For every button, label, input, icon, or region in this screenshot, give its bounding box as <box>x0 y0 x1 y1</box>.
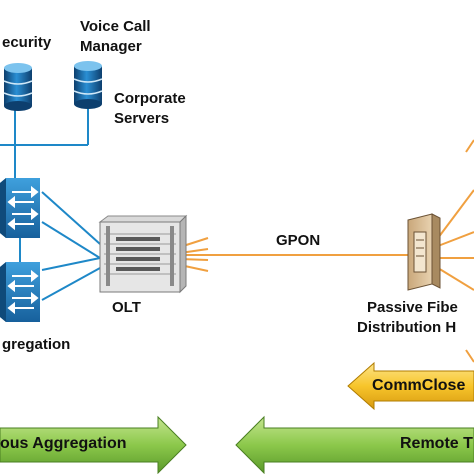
fiber-distribution-hub-icon <box>407 213 441 291</box>
network-switch-icon <box>0 178 40 238</box>
server-links <box>0 108 89 178</box>
right-edge-fiber-stubs <box>465 139 474 363</box>
corporate-servers-label-line2: Servers <box>114 110 170 127</box>
security-label: ecurity <box>2 34 52 51</box>
corporate-servers-label-line1: Corporate <box>114 90 186 107</box>
database-icon <box>3 63 33 111</box>
database-icon <box>73 61 103 109</box>
aggregation-links <box>19 191 101 301</box>
commclose-arrow <box>347 361 474 411</box>
olt-chassis-icon <box>98 214 188 294</box>
passive-fiber-label-line1: Passive Fibe <box>367 299 458 316</box>
remote-banner-text: Remote T <box>400 435 473 452</box>
olt-label: OLT <box>112 299 141 316</box>
voice-call-manager-label-line1: Voice Call <box>80 18 151 35</box>
hub-fiber-links <box>437 189 474 291</box>
passive-fiber-label-line2: Distribution H <box>357 319 457 336</box>
aggregation-label: gregation <box>2 336 71 353</box>
voice-call-manager-label-line2: Manager <box>80 38 142 55</box>
aggregation-banner-text: ous Aggregation <box>0 435 127 452</box>
aggregation-arrow <box>0 415 187 474</box>
network-switch-icon <box>0 262 40 322</box>
remote-arrow <box>235 415 474 474</box>
gpon-label: GPON <box>276 232 321 249</box>
commclose-banner-text: CommClose <box>372 377 466 394</box>
